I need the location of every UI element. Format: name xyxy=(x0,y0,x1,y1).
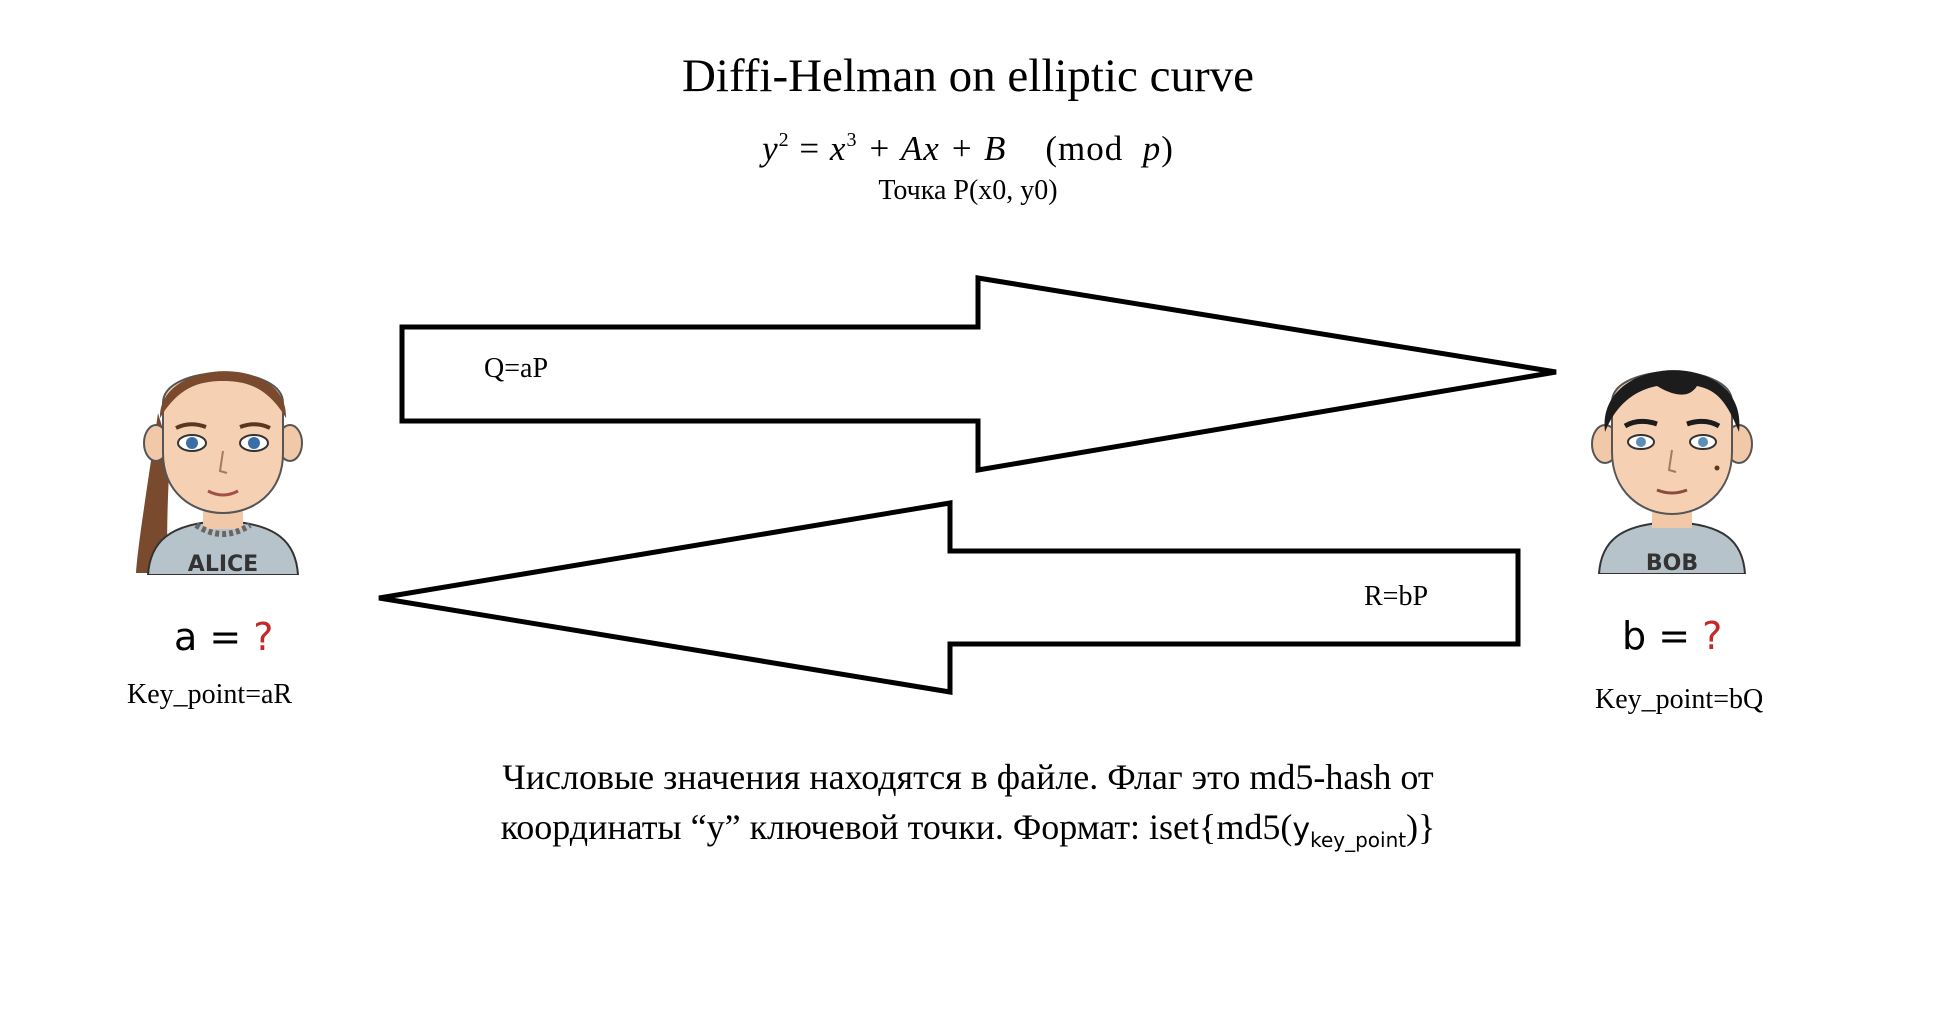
formula-mod-close: ) xyxy=(1161,129,1174,168)
formula-y-exponent: 2 xyxy=(778,129,790,151)
task-line-2-prefix: координаты “y” ключевой точки. Формат: i… xyxy=(500,807,1293,847)
task-y-subscript: key_point xyxy=(1310,828,1407,853)
formula-rest: + Ax + B xyxy=(857,129,1007,168)
task-y-var: y xyxy=(1292,812,1311,847)
formula-x-exponent: 3 xyxy=(846,129,858,151)
bob-key-point: Key_point=bQ xyxy=(1595,684,1764,715)
curve-equation: y2 = x3 + Ax + B (mod p) xyxy=(0,118,1936,171)
bob-secret-question: ? xyxy=(1702,614,1723,658)
alice-secret-label: a = xyxy=(174,615,254,659)
formula-y: y xyxy=(762,129,779,168)
arrow-label-r: R=bP xyxy=(1364,581,1429,612)
formula-equals: = xyxy=(789,129,830,168)
formula-x: x xyxy=(829,129,847,168)
alice-shirt-text: ALICE xyxy=(188,552,258,575)
task-line-2: координаты “y” ключевой точки. Формат: i… xyxy=(0,802,1936,865)
task-line-1: Числовые значения находятся в файле. Фла… xyxy=(502,757,1434,797)
formula-mod-open: (mod xyxy=(1045,129,1124,168)
bob-shirt-text: BOB xyxy=(1646,551,1698,574)
task-line-2-suffix: )} xyxy=(1406,807,1436,847)
alice-secret: a = ? xyxy=(174,615,273,659)
arrow-alice-to-bob xyxy=(399,275,1557,473)
base-point-label: Точка P(x0, y0) xyxy=(878,175,1058,206)
bob-secret-label: b = xyxy=(1622,614,1703,658)
alice-secret-question: ? xyxy=(253,615,274,659)
formula-mod-var: p xyxy=(1142,129,1162,168)
diagram-title: Diffi-Helman on elliptic curve xyxy=(681,50,1255,102)
arrow-bob-to-alice xyxy=(378,500,1521,695)
bob-secret: b = ? xyxy=(1622,614,1722,658)
arrow-label-q: Q=aP xyxy=(484,353,549,384)
task-description: Числовые значения находятся в файле. Фла… xyxy=(0,752,1936,865)
alice-avatar: ALICE xyxy=(136,371,303,575)
bob-avatar: BOB xyxy=(1591,370,1753,574)
alice-key-point: Key_point=aR xyxy=(127,679,293,710)
